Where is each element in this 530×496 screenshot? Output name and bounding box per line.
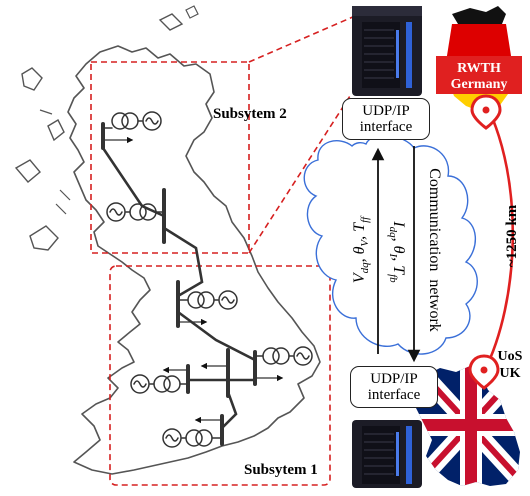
uos-label-line2: UK [500, 366, 521, 381]
uk-location-pin-icon [468, 354, 500, 390]
subsystem-1-box [109, 265, 331, 486]
udp-ip-interface-top: UDP/IP interface [342, 98, 430, 140]
connector-top-right [248, 95, 351, 254]
udp-ip-interface-top-line2: interface [359, 119, 413, 135]
rwth-label-line2: Germany [451, 77, 508, 92]
server-rack-bottom-icon [352, 420, 422, 488]
distance-line [482, 103, 515, 373]
subsystem-2-box [90, 61, 250, 254]
power-network [101, 111, 313, 448]
communication-network-label: Communication network [426, 168, 443, 332]
rwth-label-box [436, 56, 522, 94]
germany-location-pin-icon [470, 94, 502, 130]
server-rack-top-icon [352, 6, 422, 96]
communication-cloud [303, 134, 478, 355]
udp-ip-interface-bottom-line2: interface [367, 387, 421, 403]
udp-ip-interface-top-line1: UDP/IP [362, 103, 410, 119]
udp-ip-interface-bottom-line1: UDP/IP [370, 371, 418, 387]
uos-label-line1: UoS [498, 349, 523, 364]
subsystem-1-label: Subsytem 1 [244, 462, 318, 478]
connector-top-left [248, 15, 356, 63]
great-britain-map [14, 5, 321, 475]
rwth-label-line1: RWTH [457, 61, 501, 76]
svg-text:Vdq, θV, Tff: Vdq, θV, Tff [351, 215, 371, 283]
uplink-signal-label: Vdq, θV, Tff [351, 215, 371, 283]
svg-text:Idq, θI, Tfb: Idq, θI, Tfb [387, 220, 407, 283]
downlink-signal-label: Idq, θI, Tfb [387, 220, 407, 283]
subsystem-2-label: Subsytem 2 [213, 106, 287, 122]
udp-ip-interface-bottom: UDP/IP interface [350, 366, 438, 408]
distance-label: ~1250 km [504, 204, 520, 267]
